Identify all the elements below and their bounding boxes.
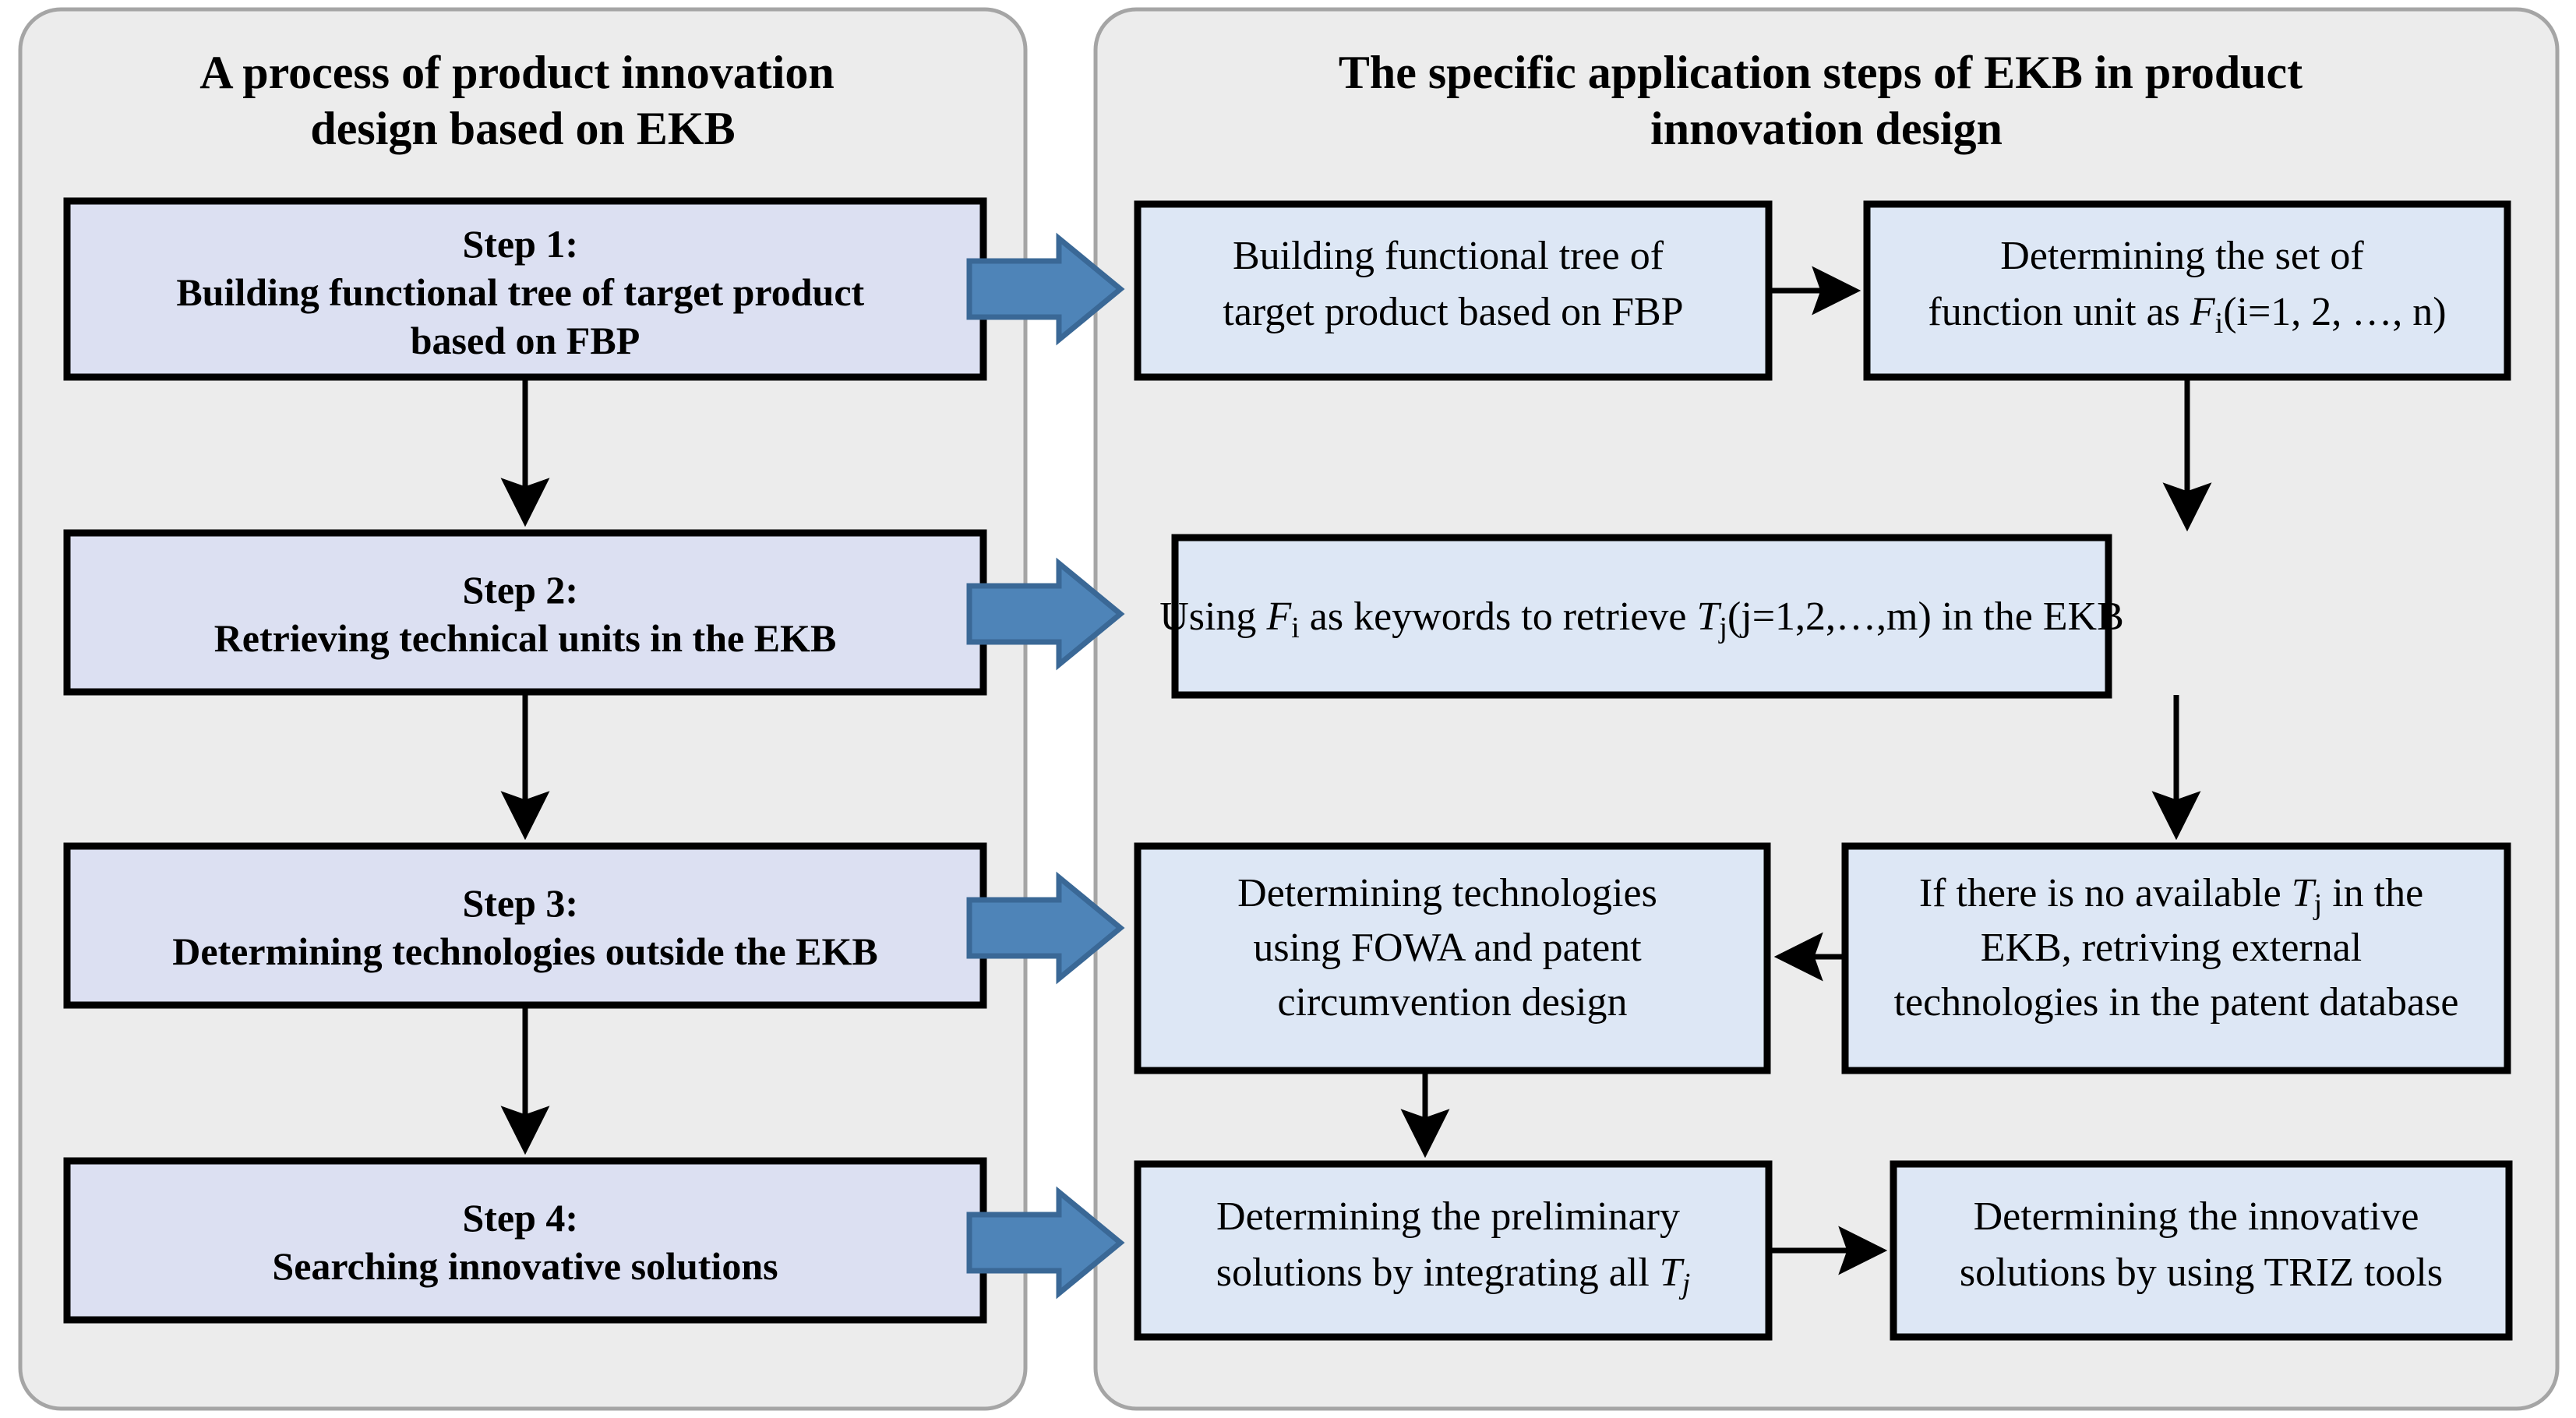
block-arrow-step3 [966, 871, 1125, 985]
svg-text:Step 2: Retrieving tec: Step 2: Retrieving technical units in th… [214, 568, 837, 660]
block-arrow-step2 [966, 557, 1125, 671]
svg-text:Step 4: Searching inno: Step 4: Searching innovative solutions [272, 1196, 778, 1288]
svg-text:Step 1: Building func: Step 1: Building functional tree of targ… [176, 222, 873, 362]
svg-text:Determining the innovative: Determining the innovative solutions by … [1960, 1194, 2443, 1295]
left-step-3[interactable]: Step 3: Determining technologies outside… [63, 842, 987, 1009]
right-node-building-functional-tree[interactable]: Building functional tree of target produ… [1134, 200, 1773, 381]
left-step-2[interactable]: Step 2: Retrieving technical units in th… [63, 529, 987, 696]
left-step-4[interactable]: Step 4: Searching innovative solutions [63, 1157, 987, 1324]
right-node-no-available-T[interactable]: If there is no available Tj in the EKB, … [1841, 842, 2511, 1074]
left-panel-title: A process of product innovation design b… [199, 47, 846, 154]
block-arrow-step4 [966, 1186, 1125, 1300]
right-node-triz-innovative-solutions[interactable]: Determining the innovative solutions by … [1890, 1160, 2513, 1341]
svg-text:Step 3: Determining te: Step 3: Determining technologies outside… [172, 881, 878, 973]
right-panel-title: The specific application steps of EKB in… [1339, 47, 2314, 154]
svg-text:Building functional tree of: Building functional tree of target produ… [1223, 234, 1683, 334]
right-node-using-F-keywords[interactable]: Using Fi as keywords to retrieve Tj(j=1,… [1159, 534, 2124, 699]
right-node-fowa-patent-circumvention[interactable]: Determining technologies using FOWA and … [1134, 842, 1771, 1074]
svg-text:Determining the preliminary: Determining the preliminary solutions by… [1216, 1194, 1691, 1300]
svg-text:If there is no available Tj in: If there is no available Tj in the EKB, … [1894, 871, 2459, 1025]
block-arrow-step1 [966, 232, 1125, 346]
svg-text:Using Fi as keywords to retrie: Using Fi as keywords to retrieve Tj(j=1,… [1159, 594, 2124, 644]
right-node-function-unit-set[interactable]: Determining the set of function unit as … [1863, 200, 2511, 381]
left-step-1[interactable]: Step 1: Building functional tree of targ… [63, 197, 987, 381]
svg-text:Determining technologies: Determining technologies using FOWA and … [1237, 871, 1667, 1025]
svg-text:Determining the set of: Determining the set of function unit as … [1928, 234, 2446, 340]
right-node-preliminary-solutions[interactable]: Determining the preliminary solutions by… [1134, 1160, 1773, 1341]
